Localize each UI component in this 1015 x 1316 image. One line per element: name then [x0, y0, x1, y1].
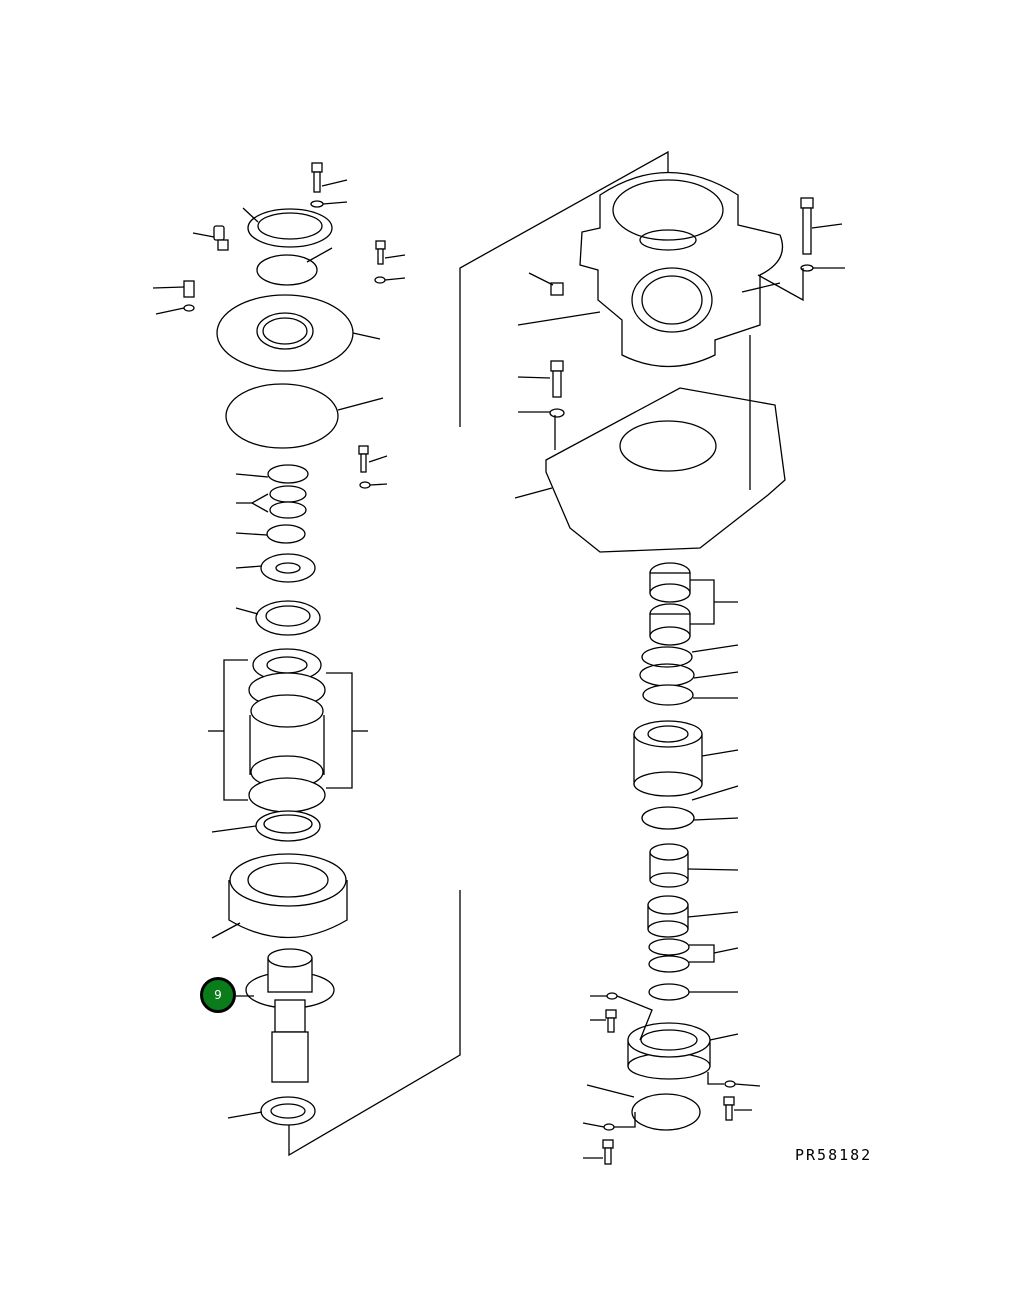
right-assembly	[514, 171, 845, 1165]
washer-icon	[310, 200, 324, 208]
bushing-icon	[647, 895, 689, 938]
clutch-disc-pack-icon	[248, 648, 326, 813]
ring-icon	[255, 810, 321, 842]
cover-icon	[631, 1093, 701, 1131]
shim-icon	[648, 938, 690, 956]
bolt-icon	[311, 162, 323, 193]
washer-icon	[183, 304, 195, 312]
shim-icon	[267, 464, 309, 484]
part-leader-lines	[514, 223, 845, 1159]
callout-label: 9	[214, 988, 222, 1002]
washer-icon	[724, 1080, 736, 1088]
seal-icon	[266, 524, 306, 544]
gasket-icon	[256, 254, 318, 286]
flange-plate-icon	[216, 294, 354, 372]
shim-icon	[269, 485, 307, 503]
shim-icon	[269, 501, 307, 519]
shim-icon	[648, 955, 690, 973]
breather-icon	[213, 225, 229, 251]
nut-icon	[550, 282, 564, 296]
bolt-icon	[602, 1139, 614, 1165]
ring-icon	[641, 646, 693, 668]
housing-icon	[579, 171, 784, 368]
bearing-cup-icon	[649, 562, 691, 603]
thrust-washer-icon	[260, 1096, 316, 1126]
mounting-plate-icon	[545, 387, 786, 553]
washer-icon	[374, 276, 386, 284]
plug-icon	[183, 280, 195, 298]
bolt-icon	[375, 240, 386, 265]
bolt-icon	[605, 1009, 617, 1033]
drawing-code-label: PR58182	[795, 1146, 873, 1164]
needle-bearing-icon	[649, 843, 689, 888]
plate-icon	[255, 600, 321, 636]
shim-icon	[648, 983, 690, 1001]
ring-gear-icon	[228, 853, 348, 939]
bolt-icon	[358, 445, 369, 473]
ring-icon	[642, 684, 694, 706]
bearing-icon	[633, 720, 703, 797]
bolt-icon	[550, 360, 564, 398]
washer-icon	[549, 408, 565, 418]
bearing-cup-icon	[649, 603, 691, 646]
left-assembly	[152, 162, 406, 1126]
callout-marker-9[interactable]: 9	[200, 977, 236, 1013]
washer-icon	[603, 1123, 615, 1131]
part-leader-lines	[152, 179, 406, 1119]
cover-plate-icon	[247, 208, 333, 248]
bolt-icon	[800, 197, 814, 255]
ring-icon	[641, 806, 695, 830]
shaft-icon	[245, 948, 335, 1083]
washer-icon	[359, 481, 371, 489]
retainer-icon	[627, 1022, 711, 1080]
thrust-washer-icon	[260, 553, 316, 583]
washer-icon	[606, 992, 618, 1000]
bolt-icon	[723, 1096, 735, 1121]
gasket-icon	[225, 383, 339, 449]
